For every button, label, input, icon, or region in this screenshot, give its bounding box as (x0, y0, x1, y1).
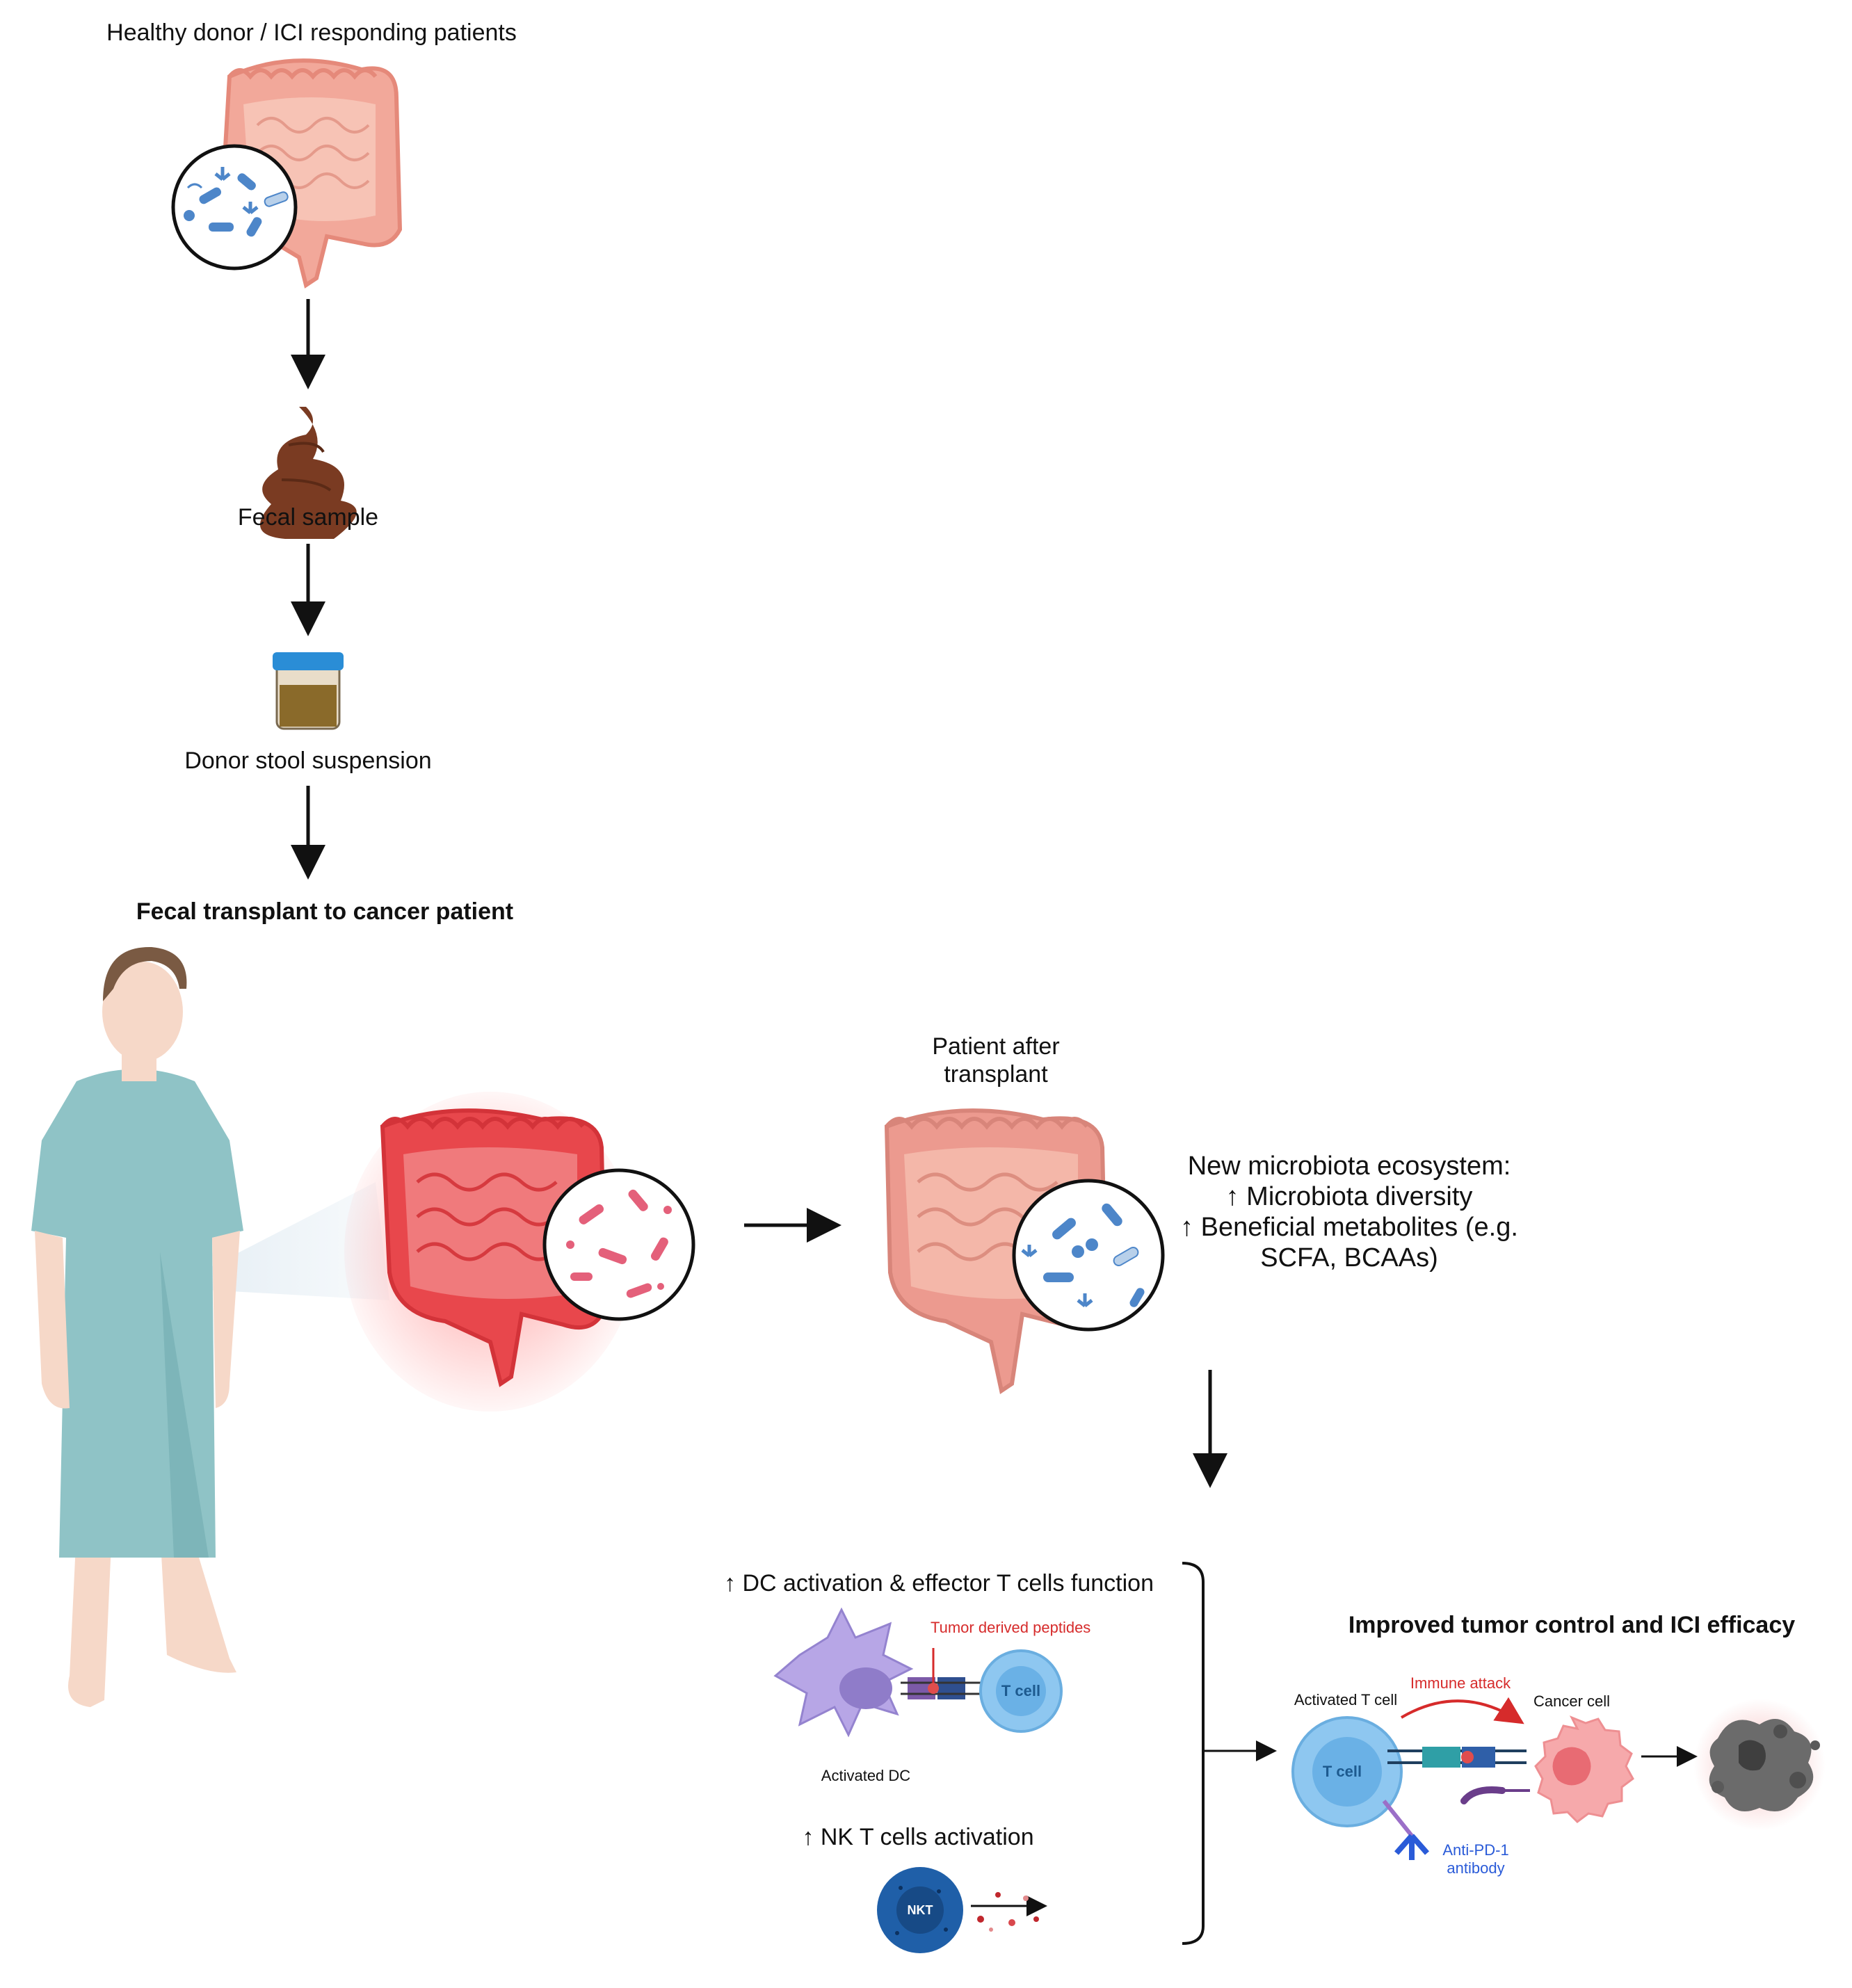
anti-pd1-line-1: Anti-PD-1 (1442, 1841, 1509, 1859)
restored-bacteria-magnifier-icon (1012, 1179, 1165, 1332)
outcome-title: Improved tumor control and ICI efficacy (1348, 1612, 1796, 1638)
ecosystem-item-metabolites-cont: SCFA, BCAAs) (1260, 1243, 1438, 1272)
stool-suspension-label: Donor stool suspension (184, 747, 432, 774)
cytokine-particles-icon (977, 1892, 1039, 1932)
immune-attack-label: Immune attack (1410, 1674, 1511, 1692)
healthy-bacteria-magnifier-icon (171, 144, 298, 270)
immune-attack-arrow (1400, 1697, 1524, 1724)
pd1-pdl1-complex-icon (1387, 1747, 1530, 1804)
activated-t-cell-label: Activated T cell (1294, 1691, 1398, 1708)
stool-cup-icon (273, 652, 344, 730)
dc-heading: ↑ DC activation & effector T cells funct… (724, 1570, 1154, 1597)
ecosystem-text-block: New microbiota ecosystem: ↑ Microbiota d… (1180, 1151, 1518, 1273)
t-cell-label: T cell (1001, 1682, 1041, 1699)
t-cell-label-outcome: T cell (1322, 1763, 1362, 1780)
anti-pd1-line-2: antibody (1447, 1859, 1505, 1877)
cancer-cell-icon (1534, 1715, 1634, 1823)
tumor-peptides-label: Tumor derived peptides (931, 1619, 1091, 1636)
nk-heading: ↑ NK T cells activation (802, 1824, 1034, 1850)
activated-dc-label: Activated DC (821, 1767, 911, 1784)
fecal-sample-label: Fecal sample (237, 504, 379, 531)
stool-icon (260, 407, 357, 539)
patient-after-line-1: Patient after (932, 1033, 1060, 1060)
patient-figure-icon (31, 946, 389, 1707)
ecosystem-item-diversity: ↑ Microbiota diversity (1225, 1182, 1473, 1211)
anti-pd1-antibody-icon (1382, 1800, 1430, 1860)
dysbiotic-bacteria-magnifier-icon (542, 1168, 695, 1321)
anti-pd1-label: Anti-PD-1 antibody (1442, 1841, 1508, 1877)
activated-dc-icon (773, 1607, 914, 1738)
nkt-label: NKT (907, 1903, 933, 1917)
inflamed-intestine-icon (344, 1092, 636, 1412)
donor-label: Healthy donor / ICI responding patients (106, 19, 517, 46)
ecosystem-title: New microbiota ecosystem: (1187, 1151, 1511, 1181)
nkt-cell-icon (877, 1867, 963, 1953)
patient-after-label: Patient after transplant (932, 1033, 1059, 1088)
tcr-mhc-complex-icon (901, 1648, 981, 1699)
mechanism-bracket (1182, 1562, 1205, 1945)
ecosystem-item-metabolites: ↑ Beneficial metabolites (e.g. (1180, 1213, 1518, 1242)
patient-after-line-2: transplant (944, 1061, 1048, 1088)
dead-tumor-icon (1693, 1699, 1826, 1831)
t-cell-icon (979, 1649, 1063, 1733)
transplant-title: Fecal transplant to cancer patient (136, 898, 514, 925)
activated-t-cell-icon (1291, 1716, 1403, 1827)
cancer-cell-label: Cancer cell (1533, 1692, 1611, 1710)
